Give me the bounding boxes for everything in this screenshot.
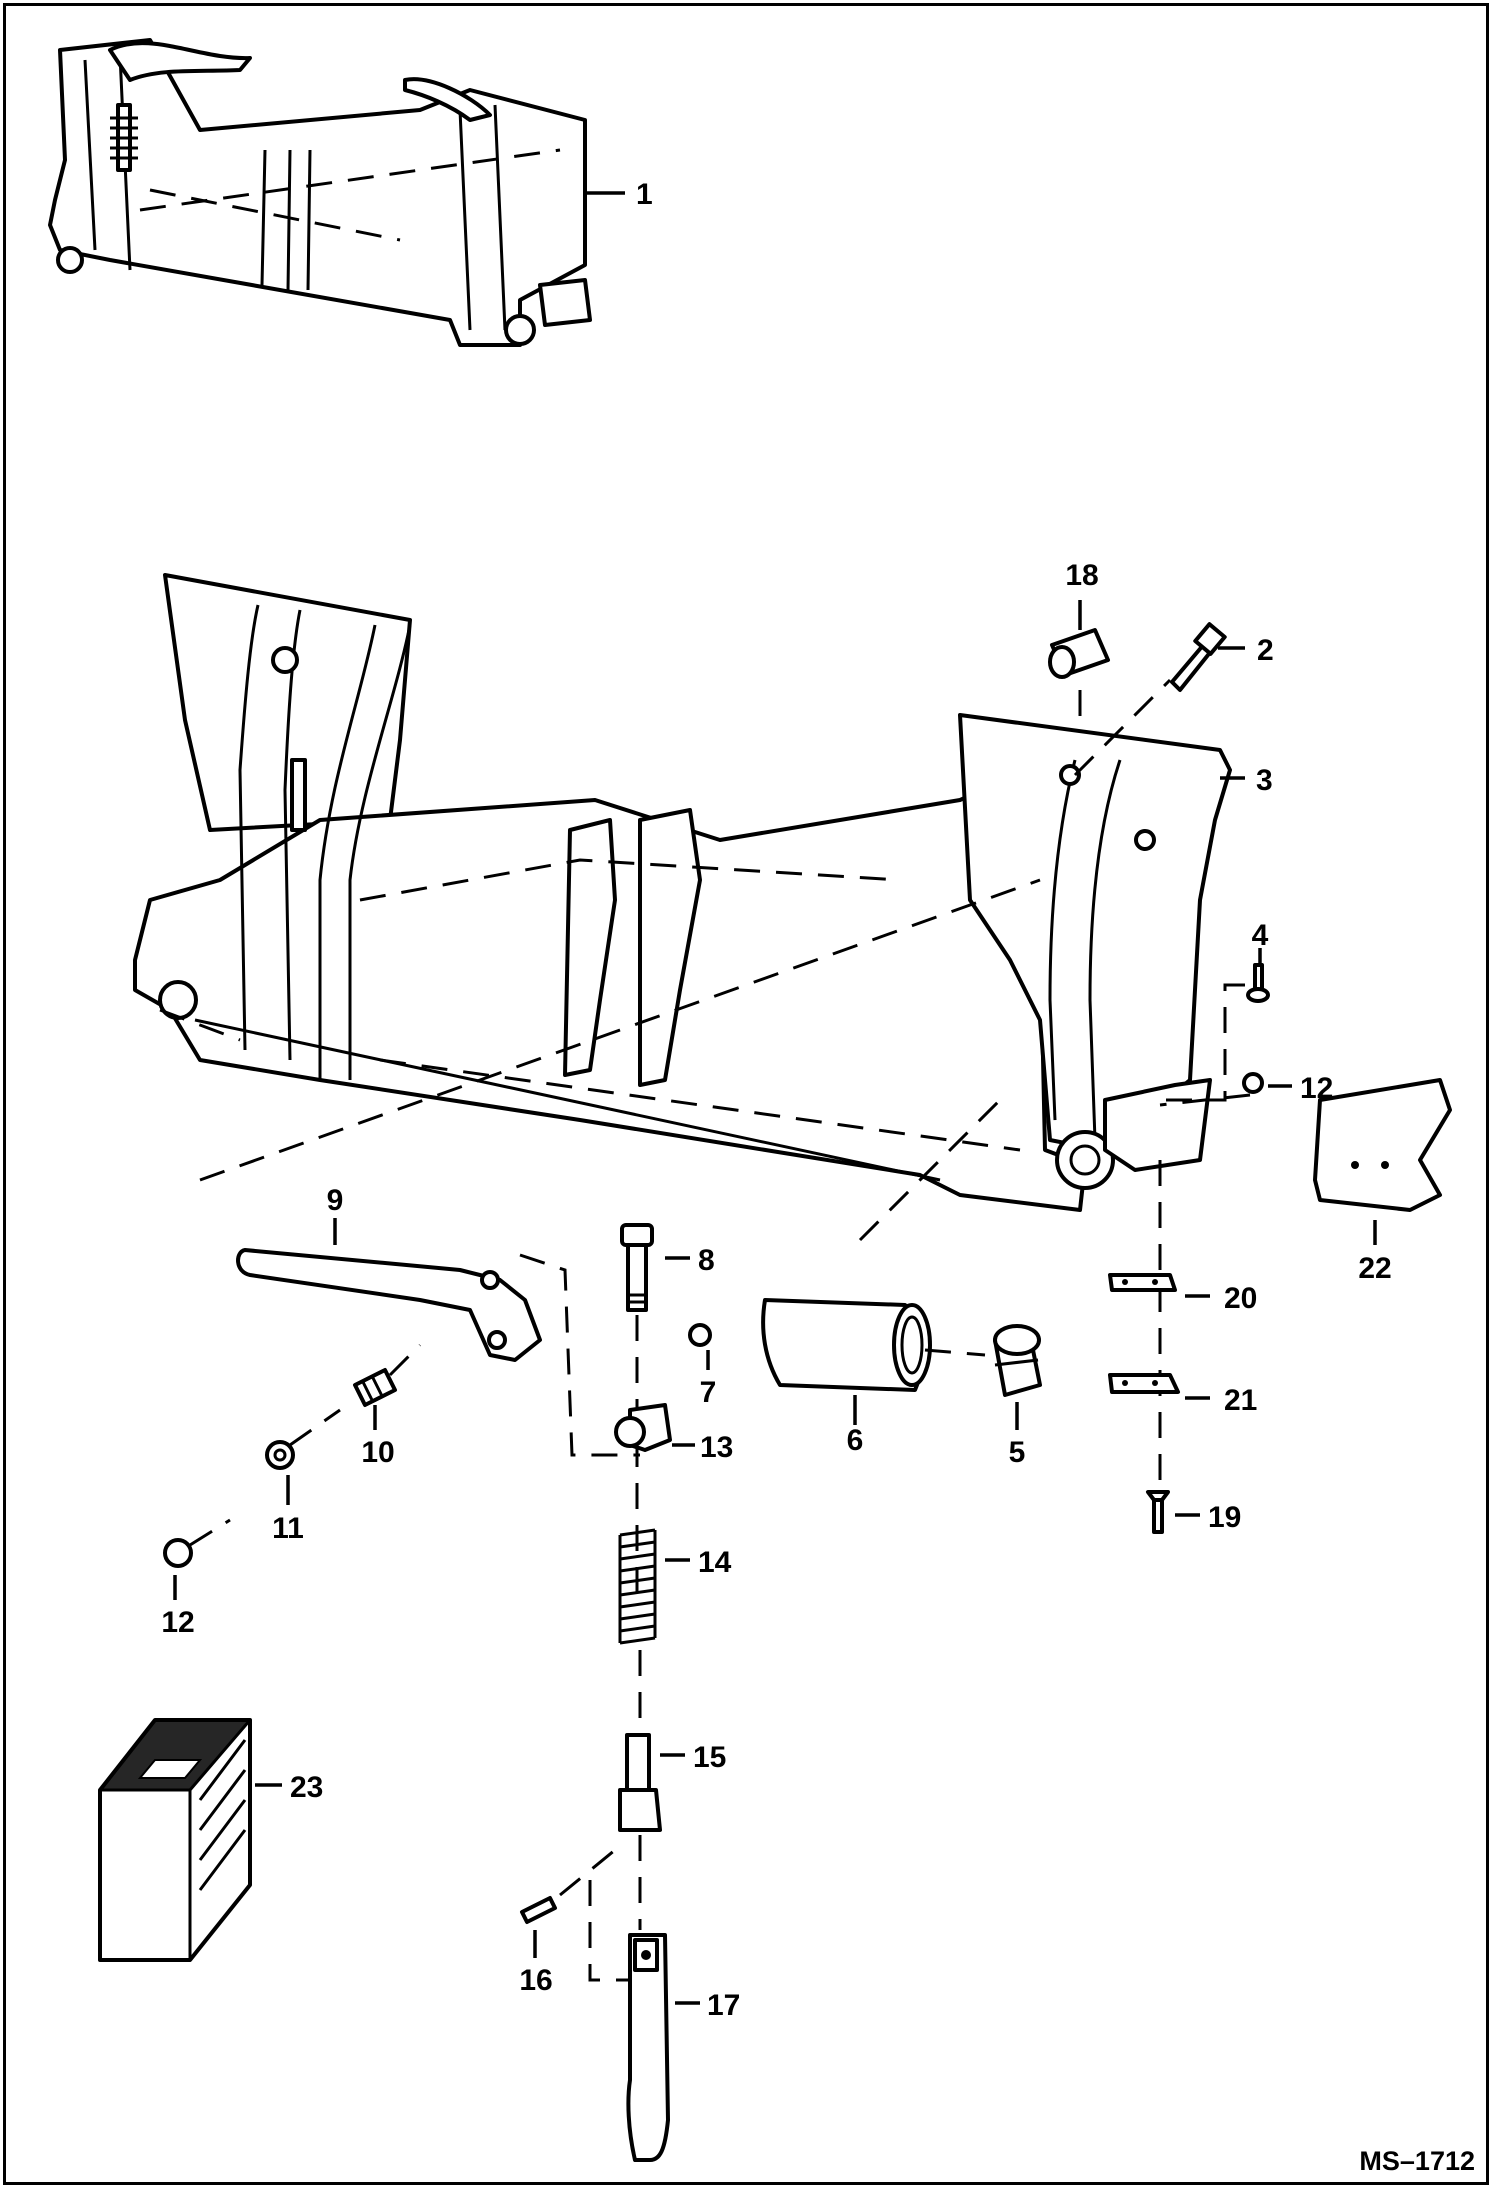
plate [1108,1273,1177,1292]
callout-12-left: 12 [161,1606,194,1639]
callout-20: 20 [1224,1282,1257,1315]
callout-4: 4 [1252,919,1269,952]
nut [265,1408,341,1470]
callout-3: 3 [1256,764,1273,797]
callout-7: 7 [700,1376,717,1409]
callout-16: 16 [519,1964,552,1997]
callout-2: 2 [1257,634,1274,667]
callout-23: 23 [290,1771,323,1804]
assembled-coupler [48,38,592,347]
compression-spring [618,1528,657,1645]
lever [236,1248,640,1457]
callout-21: 21 [1224,1384,1257,1417]
pivot-pin [761,1298,986,1392]
callout-5: 5 [1009,1436,1026,1469]
bushing [1048,628,1110,720]
callout-17: 17 [707,1989,740,2022]
bushing [993,1324,1042,1397]
callout-10: 10 [361,1436,394,1469]
wear-pad [1313,1078,1452,1212]
callout-11: 11 [272,1512,304,1545]
callout-15: 15 [693,1741,726,1774]
callout-19: 19 [1208,1501,1241,1534]
callout-18: 18 [1065,559,1098,592]
roll-pin [520,1848,616,1924]
wedge [626,1933,670,2162]
callout-13: 13 [700,1431,733,1464]
nut [688,1323,712,1347]
nut [163,1518,231,1568]
drawing-ref-number: MS–1712 [1359,2146,1475,2176]
callout-9: 9 [327,1184,344,1217]
bolt [1170,622,1227,692]
small-spring [353,1343,422,1407]
drawing-border [3,3,1489,2185]
callout-1: 1 [636,178,653,211]
callout-6: 6 [847,1424,864,1457]
callout-22: 22 [1358,1252,1391,1285]
nut [1159,1072,1264,1107]
pin-block [614,1403,672,1452]
coupler-frame [133,573,1232,1242]
latch-pin [618,1733,662,1832]
callout-14: 14 [698,1546,732,1579]
callout-12-right: 12 [1300,1072,1333,1105]
callout-8: 8 [698,1244,715,1277]
kit-box [98,1718,252,1962]
flat-head-screw [1146,1490,1170,1534]
shim [1108,1373,1180,1394]
clevis-bolt [620,1223,654,1312]
